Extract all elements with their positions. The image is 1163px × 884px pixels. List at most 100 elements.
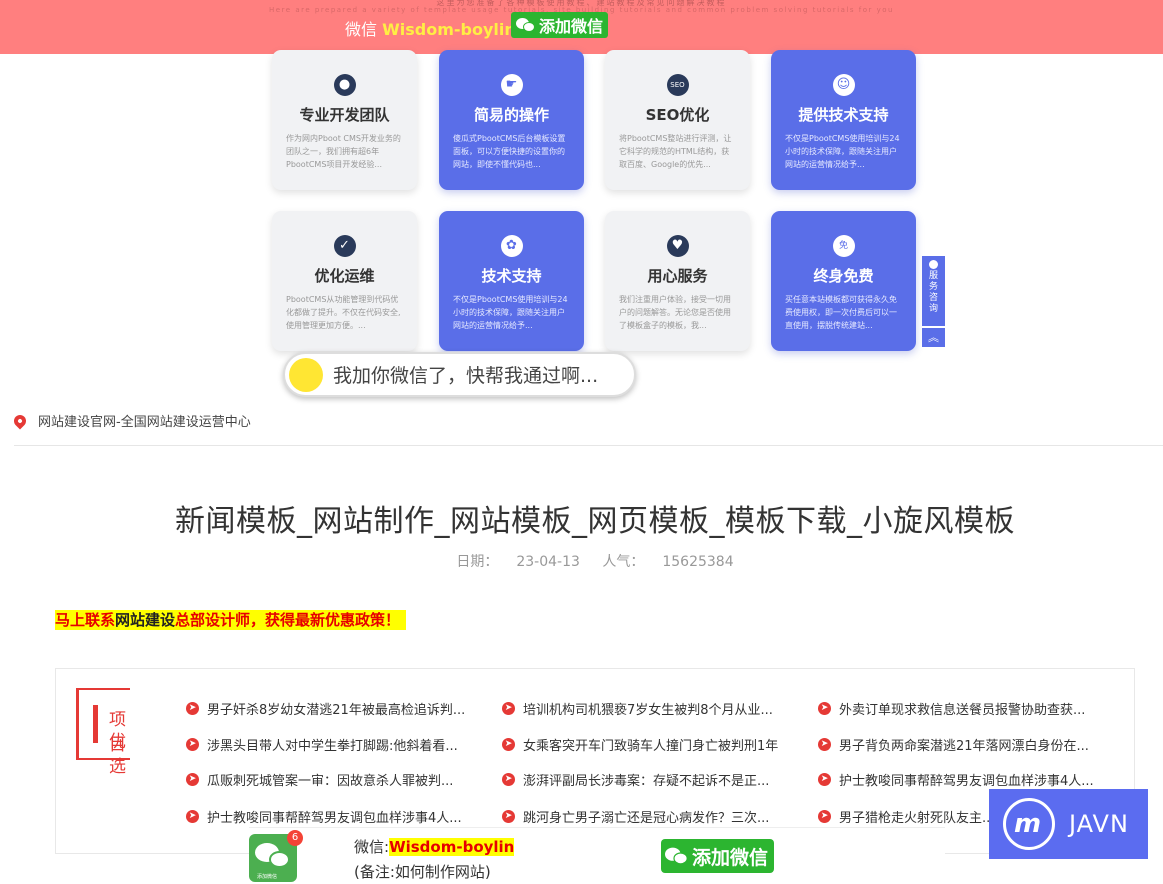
list-item[interactable]: ➤ 瓜贩刺死城管案一审：因故意杀人罪被判... <box>186 770 453 789</box>
feature-card-tech[interactable]: ✿ 技术支持 不仅是PbootCMS使用培训与24小时的技术保障，跟随关注用户网… <box>439 211 584 351</box>
feature-desc: 不仅是PbootCMS使用培训与24小时的技术保障，跟随关注用户网站的运营情况给… <box>785 134 900 169</box>
list-item-text: 跳河身亡男子溺亡还是冠心病发作？三次... <box>523 811 770 826</box>
list-item-text: 男子猎枪走火射死队友主... <box>839 811 995 826</box>
feature-title: 终身免费 <box>813 267 874 285</box>
bottom-wechat-prefix: 微信: <box>354 838 390 856</box>
feature-title: 用心服务 <box>647 267 708 285</box>
banner-wechat-label: 微信 Wisdom-boylin <box>345 16 516 40</box>
promo-banner[interactable]: 马上联系网站建设总部设计师，获得最新优惠政策！ <box>55 610 407 630</box>
feature-desc: 傻瓜式PbootCMS后台模板设置面板，可以方便快捷的设置你的网站，即使不懂代码… <box>453 134 566 169</box>
bottom-wechat-note: (备注:如何制作网站) <box>354 863 491 881</box>
list-item[interactable]: ➤护士教唆同事帮醉驾男友调包血样涉事4人... <box>818 770 1094 789</box>
wechat-icon <box>665 846 689 865</box>
chevron-up-icon: ︽ <box>928 331 939 344</box>
promo-text-1: 马上联系 <box>55 611 116 629</box>
bottom-wechat-id: Wisdom-boylin <box>389 838 515 856</box>
views-value: 15625384 <box>662 554 734 570</box>
list-item[interactable]: ➤跳河身亡男子溺亡还是冠心病发作？三次... <box>502 807 769 826</box>
heart-user-icon: ♥ <box>666 235 689 257</box>
javn-logo-icon: m <box>1003 798 1055 850</box>
banner-wechat-id: Wisdom-boylin <box>382 20 516 39</box>
arrow-right-icon: ➤ <box>818 810 831 823</box>
list-item-text: 男子背负两命案潜逃21年落网漂白身份在... <box>839 739 1089 754</box>
arrow-right-icon: ➤ <box>186 702 199 715</box>
list-item[interactable]: ➤外卖订单现求救信息送餐员报警协助查获... <box>818 699 1085 718</box>
banner-wechat-prefix: 微信 <box>345 20 378 39</box>
project-picks-box: 项目 优选 ➤ 男子奸杀8岁幼女潜逃21年被最高检追诉判... ➤ 培训机构司机猥亵… <box>55 668 1135 854</box>
feature-title: 专业开发团队 <box>299 106 390 124</box>
app-caption: 添加微信 <box>257 874 278 880</box>
seo-icon: SEO <box>666 74 689 96</box>
team-icon: ● <box>333 74 356 96</box>
date-label: 日期： <box>456 554 499 570</box>
list-item[interactable]: ➤ 男子奸杀8岁幼女潜逃21年被最高检追诉判... <box>186 699 465 718</box>
person-icon <box>929 260 938 269</box>
list-item-text: 涉黑头目带人对中学生拳打脚踢:他斜着看... <box>207 739 458 754</box>
list-item-text: 外卖订单现求救信息送餐员报警协助查获... <box>839 703 1086 718</box>
banner-add-wechat-label: 添加微信 <box>539 17 604 36</box>
arrow-right-icon: ➤ <box>186 738 199 751</box>
logo-line-2: 优选 <box>109 732 126 777</box>
list-item[interactable]: ➤ 培训机构司机猥亵7岁女生被判8个月从业... <box>502 699 773 718</box>
pointer-icon: ☛ <box>500 74 523 96</box>
feature-card-ops[interactable]: ✓ 优化运维 PbootCMS从功能管理到代码优化都做了提升。不仅在代码安全,使… <box>272 211 417 351</box>
list-item[interactable]: ➤男子背负两命案潜逃21年落网漂白身份在... <box>818 735 1089 754</box>
back-to-top-button[interactable]: ︽ <box>922 328 945 347</box>
arrow-right-icon: ➤ <box>502 702 515 715</box>
chat-popup[interactable]: 我加你微信了，快帮我通过啊... <box>283 352 636 397</box>
project-picks-logo: 项目 优选 <box>76 688 130 777</box>
feature-desc: PbootCMS从功能管理到代码优化都做了提升。不仅在代码安全,使用管理更加方便… <box>286 295 401 330</box>
banner-faint-text: 这里为您准备了各种模板使用教程、建站教程及常见问题解决教程 <box>436 0 727 7</box>
list-item[interactable]: ➤女乘客突开车门致骑车人撞门身亡被判刑1年 <box>502 735 778 754</box>
arrow-right-icon: ➤ <box>186 773 199 786</box>
feature-desc: 不仅是PbootCMS使用培训与24小时的技术保障，跟随关注用户网站的运营情况给… <box>453 295 568 330</box>
bottom-add-wechat-button[interactable]: 添加微信 <box>661 839 775 873</box>
list-item[interactable]: ➤ 涉黑头目带人对中学生拳打脚踢:他斜着看... <box>186 735 458 754</box>
top-banner: 这里为您准备了各种模板使用教程、建站教程及常见问题解决教程 Here are p… <box>0 0 1163 54</box>
feature-card-service[interactable]: ♥ 用心服务 我们注重用户体验，接受一切用户的问题解答。无论您是否使用了模板盒子… <box>605 211 750 351</box>
list-item[interactable]: ➤ 澎湃评副局长涉毒案：存疑不起诉不是正... <box>502 770 769 789</box>
feature-title: 技术支持 <box>481 267 542 285</box>
list-item-text: 护士教唆同事帮醉驾男友调包血样涉事4人... <box>207 811 462 826</box>
avatar <box>289 357 323 392</box>
breadcrumb-link[interactable]: 网站建设官网-全国网站建设运营中心 <box>38 415 251 430</box>
page-title: 新闻模板_网站制作_网站模板_网页模板_模板下载_小旋风模板 <box>175 504 1015 539</box>
feature-card-free[interactable]: 免 终身免费 买任意本站模板都可获得永久免费使用权，即一次付费后可以一直使用，摆… <box>771 211 916 351</box>
feature-desc: 买任意本站模板都可获得永久免费使用权，即一次付费后可以一直使用，摆脱传统建站..… <box>785 295 897 330</box>
logo-line-1: 项目 <box>109 710 126 755</box>
feature-card-easy[interactable]: ☛ 简易的操作 傻瓜式PbootCMS后台模板设置面板，可以方便快捷的设置你的网… <box>439 50 584 190</box>
chat-message: 我加你微信了，快帮我通过啊... <box>333 365 599 387</box>
views-label: 人气： <box>602 554 645 570</box>
list-item-text: 澎湃评副局长涉毒案：存疑不起诉不是正... <box>523 774 770 789</box>
list-item-text: 男子奸杀8岁幼女潜逃21年被最高检追诉判... <box>207 703 466 718</box>
location-pin-icon <box>11 412 29 429</box>
banner-add-wechat-button[interactable]: 添加微信 <box>511 12 609 38</box>
feature-title: SEO优化 <box>645 106 710 124</box>
list-item-text: 培训机构司机猥亵7岁女生被判8个月从业... <box>523 703 773 718</box>
notification-badge: 6 <box>287 830 303 846</box>
feature-desc: 作为网内Pboot CMS开发业务的团队之一，我们拥有超6年PbootCMS项目… <box>286 134 401 169</box>
feature-card-seo[interactable]: SEO SEO优化 将PbootCMS整站进行评测，让它科学的规范的HTML结构… <box>605 50 750 190</box>
views-field: 人气： 15625384 <box>602 554 733 570</box>
arrow-right-icon: ➤ <box>502 773 515 786</box>
feature-title: 提供技术支持 <box>798 106 889 124</box>
wechat-app-icon[interactable]: 6 添加微信 <box>249 830 303 882</box>
side-consult-button[interactable]: 服务咨询 <box>922 256 945 326</box>
list-item[interactable]: ➤ 护士教唆同事帮醉驾男友调包血样涉事4人... <box>186 807 462 826</box>
feature-card-team[interactable]: ● 专业开发团队 作为网内Pboot CMS开发业务的团队之一，我们拥有超6年P… <box>272 50 417 190</box>
feature-title: 优化运维 <box>314 267 375 285</box>
support-user-icon: ☺ <box>832 74 855 96</box>
arrow-right-icon: ➤ <box>186 810 199 823</box>
breadcrumb: 网站建设官网-全国网站建设运营中心 <box>11 411 251 430</box>
date-value: 23-04-13 <box>516 554 580 570</box>
feature-desc: 我们注重用户体验，接受一切用户的问题解答。无论您是否使用了模板盒子的模板，我..… <box>619 295 731 330</box>
feature-card-support[interactable]: ☺ 提供技术支持 不仅是PbootCMS使用培训与24小时的技术保障，跟随关注用… <box>771 50 916 190</box>
feature-desc: 将PbootCMS整站进行评测，让它科学的规范的HTML结构，获取百度、Goog… <box>619 134 732 169</box>
list-item[interactable]: ➤ 男子猎枪走火射死队友主... <box>818 807 994 826</box>
wechat-icon <box>516 17 536 33</box>
list-item-text: 瓜贩刺死城管案一审：因故意杀人罪被判... <box>207 774 454 789</box>
banner-faint-subtext: Here are prepared a variety of template … <box>269 6 894 14</box>
list-item-text: 护士教唆同事帮醉驾男友调包血样涉事4人... <box>839 774 1094 789</box>
free-icon: 免 <box>832 235 855 257</box>
divider <box>14 445 1163 446</box>
